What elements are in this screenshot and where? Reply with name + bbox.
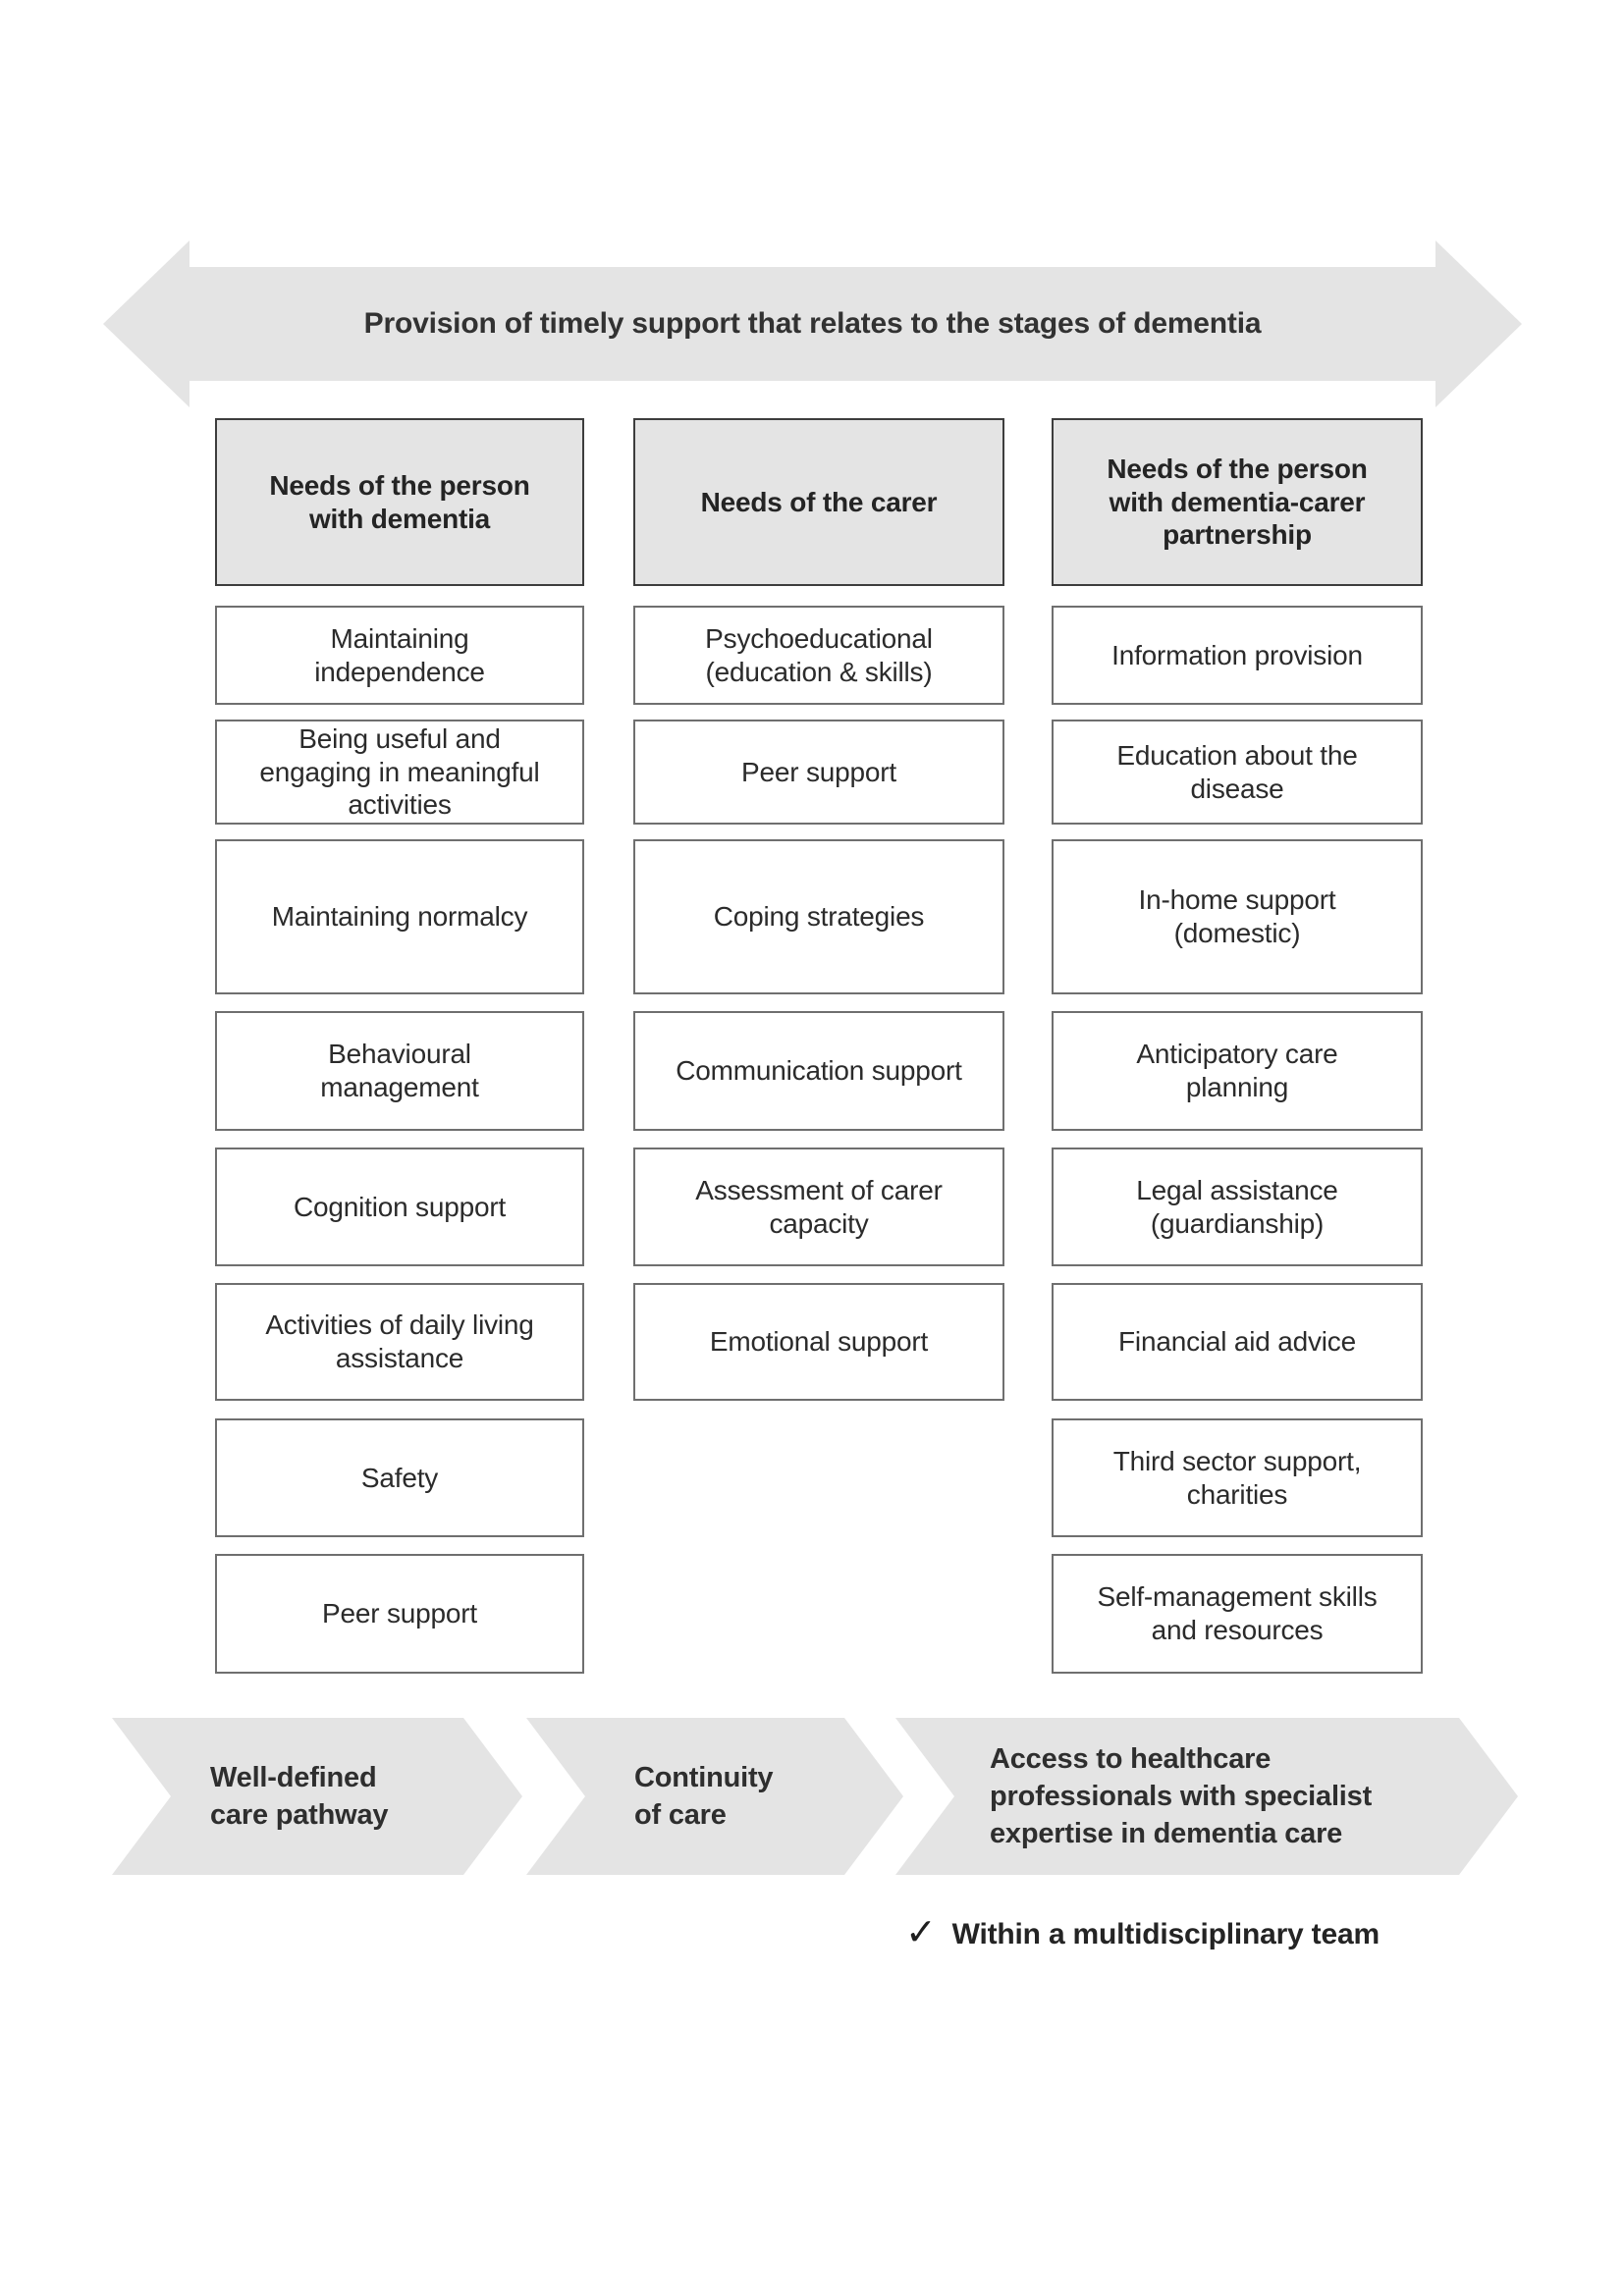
footnote-label: Within a multidisciplinary team	[951, 1918, 1380, 1950]
need-box: Anticipatory care planning	[1052, 1011, 1423, 1131]
process-arrow-label: Continuity of care	[634, 1761, 774, 1831]
process-arrow-label: Access to healthcare professionals with …	[990, 1742, 1373, 1850]
column-header-carer: Needs of the carer	[633, 418, 1004, 586]
process-arrow-care-pathway: Well-defined care pathway	[112, 1718, 522, 1875]
need-box: Activities of daily living assistance	[215, 1283, 584, 1401]
banner-label: Provision of timely support that relates…	[363, 307, 1262, 340]
need-box: Communication support	[633, 1011, 1004, 1131]
need-box: Information provision	[1052, 606, 1423, 705]
timely-support-banner: Provision of timely support that relates…	[103, 240, 1522, 407]
need-box: In-home support (domestic)	[1052, 839, 1423, 994]
need-box: Assessment of carer capacity	[633, 1148, 1004, 1266]
arrow-right-head-icon	[1435, 240, 1522, 407]
banner-shaft	[188, 267, 1437, 381]
column-header-partnership: Needs of the person with dementia-carer …	[1052, 418, 1423, 586]
need-box: Psychoeducational (education & skills)	[633, 606, 1004, 705]
column-header-person-with-dementia: Needs of the person with dementia	[215, 418, 584, 586]
need-box: Being useful and engaging in meaningful …	[215, 720, 584, 825]
need-box: Peer support	[215, 1554, 584, 1674]
arrow-left-head-icon	[103, 240, 189, 407]
need-box: Maintaining independence	[215, 606, 584, 705]
need-box: Coping strategies	[633, 839, 1004, 994]
process-arrow-specialist-access: Access to healthcare professionals with …	[895, 1718, 1518, 1875]
need-box: Safety	[215, 1418, 584, 1537]
need-box: Education about the disease	[1052, 720, 1423, 825]
need-box: Behavioural management	[215, 1011, 584, 1131]
need-box: Maintaining normalcy	[215, 839, 584, 994]
need-box: Financial aid advice	[1052, 1283, 1423, 1401]
need-box: Legal assistance (guardianship)	[1052, 1148, 1423, 1266]
process-arrow-label: Well-defined care pathway	[210, 1761, 389, 1831]
multidisciplinary-footnote: ✓ Within a multidisciplinary team	[905, 1910, 1380, 1953]
need-box: Peer support	[633, 720, 1004, 825]
checkmark-icon: ✓	[905, 1910, 937, 1953]
process-arrow-continuity: Continuity of care	[526, 1718, 903, 1875]
need-box: Third sector support, charities	[1052, 1418, 1423, 1537]
need-box: Self-management skills and resources	[1052, 1554, 1423, 1674]
need-box: Cognition support	[215, 1148, 584, 1266]
need-box: Emotional support	[633, 1283, 1004, 1401]
